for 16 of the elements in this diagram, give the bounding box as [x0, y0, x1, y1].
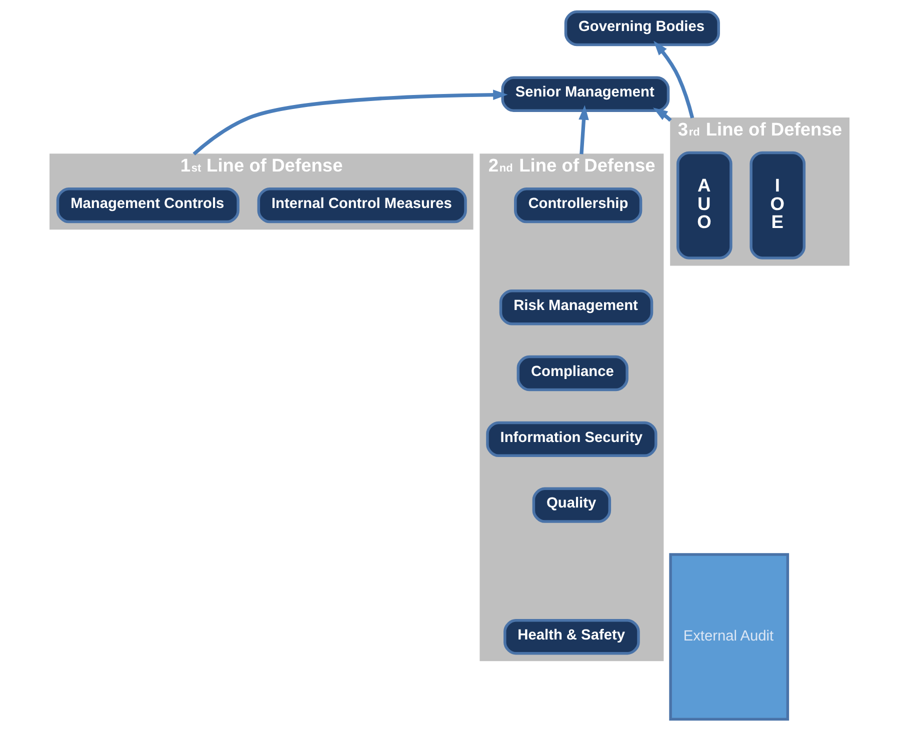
- node-box: Management Controls: [56, 187, 240, 224]
- node-box: External Audit: [669, 553, 790, 721]
- node-box: IOE: [750, 151, 806, 260]
- arrow: [578, 105, 589, 154]
- node-box: Information Security: [486, 421, 658, 458]
- node-box: Governing Bodies: [564, 10, 720, 46]
- arrow: [192, 90, 508, 156]
- node-box: Risk Management: [499, 290, 654, 326]
- node-box: Senior Management: [501, 76, 670, 112]
- arrow: [654, 40, 694, 118]
- node-box: Health & Safety: [504, 619, 640, 655]
- node-box: Quality: [532, 487, 612, 523]
- node-box: Internal Control Measures: [257, 187, 467, 224]
- node-box: Controllership: [514, 187, 642, 224]
- node-box: AUO: [676, 151, 732, 260]
- node-box: Compliance: [516, 355, 628, 392]
